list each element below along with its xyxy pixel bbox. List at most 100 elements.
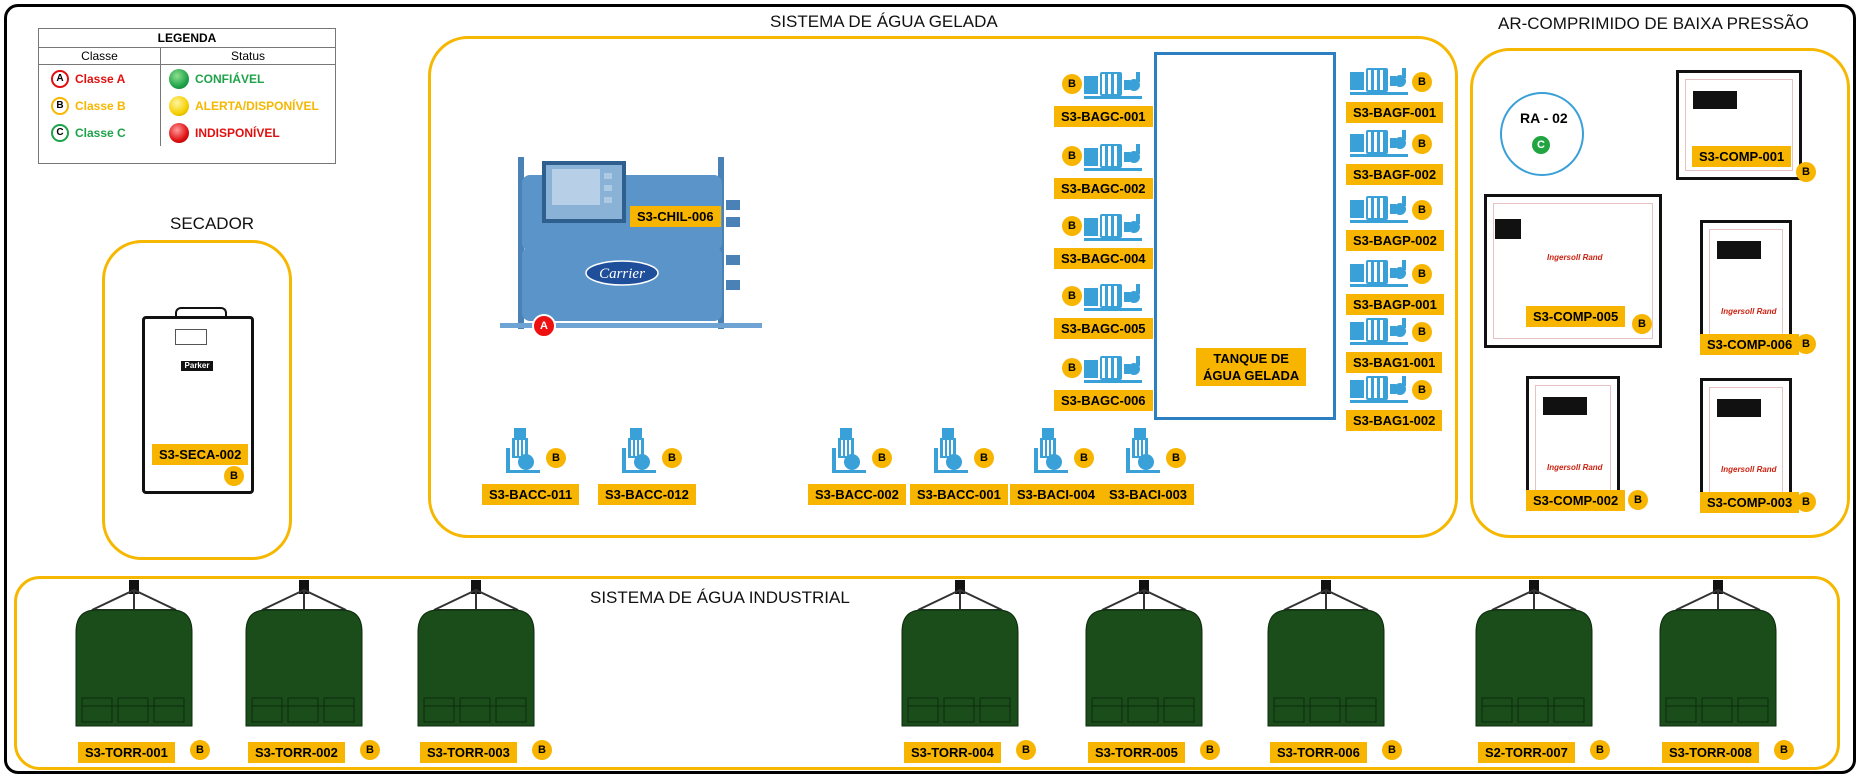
tower-tag: S3-TORR-003 <box>420 742 517 763</box>
pump-horizontal[interactable] <box>1350 374 1408 404</box>
pump-class-badge: B <box>1412 134 1432 154</box>
tower-tag: S3-TORR-006 <box>1270 742 1367 763</box>
pump-horizontal[interactable] <box>1084 282 1142 312</box>
compressor-class-badge: B <box>1632 314 1652 334</box>
pump-class-badge: B <box>1062 146 1082 166</box>
compressor-tag: S3-COMP-005 <box>1526 306 1626 327</box>
cooling-tower[interactable] <box>1258 580 1393 730</box>
tower-tag: S3-TORR-008 <box>1662 742 1759 763</box>
pump-class-badge: B <box>1412 380 1432 400</box>
dryer-display <box>175 329 207 345</box>
pump-vertical[interactable] <box>622 428 656 474</box>
pump-horizontal[interactable] <box>1084 212 1142 242</box>
pump-horizontal[interactable] <box>1350 258 1408 288</box>
pump-tag: S3-BACI-004 <box>1010 484 1103 505</box>
compressor-panel <box>1493 203 1653 339</box>
pump-class-badge: B <box>1074 448 1094 468</box>
section-agua-gelada <box>428 36 1458 538</box>
pump-class-badge: B <box>1412 322 1432 342</box>
pump-vertical[interactable] <box>934 428 968 474</box>
compressor-tag: S3-COMP-003 <box>1700 492 1800 513</box>
legend-status-down: INDISPONÍVEL <box>161 119 335 146</box>
pump-horizontal[interactable] <box>1350 66 1408 96</box>
diagram-frame <box>4 4 1856 774</box>
legend-title: LEGENDA <box>39 29 335 48</box>
legend: LEGENDA Classe Status A Classe A B Class… <box>38 28 336 164</box>
legend-status-ok: CONFIÁVEL <box>161 65 335 92</box>
pump-tag: S3-BAGC-002 <box>1054 178 1153 199</box>
pump-class-badge: B <box>1412 200 1432 220</box>
pump-horizontal[interactable] <box>1084 70 1142 100</box>
compressor-brand: Ingersoll Rand <box>1721 465 1777 474</box>
legend-class-a: A Classe A <box>39 65 160 92</box>
pump-horizontal[interactable] <box>1350 194 1408 224</box>
pump-tag: S3-BAGC-006 <box>1054 390 1153 411</box>
legend-col-class: Classe <box>39 48 161 64</box>
cooling-tower[interactable] <box>1076 580 1211 730</box>
tower-class-badge: B <box>532 740 552 760</box>
pump-class-badge: B <box>1166 448 1186 468</box>
legend-class-b-label: Classe B <box>75 98 126 113</box>
tank-label-line2: ÁGUA GELADA <box>1203 368 1300 383</box>
pump-horizontal[interactable] <box>1084 354 1142 384</box>
cooling-tower[interactable] <box>236 580 371 730</box>
section-title-agua-industrial: SISTEMA DE ÁGUA INDUSTRIAL <box>590 588 850 607</box>
receiver-tag: RA - 02 <box>1520 110 1568 126</box>
pump-tag: S3-BACC-001 <box>910 484 1008 505</box>
pump-vertical[interactable] <box>1034 428 1068 474</box>
tower-class-badge: B <box>1590 740 1610 760</box>
chiller[interactable]: Carrier <box>500 155 762 335</box>
cooling-tower[interactable] <box>408 580 543 730</box>
pump-horizontal[interactable] <box>1350 316 1408 346</box>
tower-class-badge: B <box>1200 740 1220 760</box>
status-green-icon <box>169 68 189 89</box>
pump-tag: S3-BACC-012 <box>598 484 696 505</box>
pump-class-badge: B <box>546 448 566 468</box>
pump-class-badge: B <box>1062 216 1082 236</box>
pump-class-badge: B <box>974 448 994 468</box>
pump-vertical[interactable] <box>832 428 866 474</box>
tower-class-badge: B <box>190 740 210 760</box>
compressor-tag: S3-COMP-002 <box>1526 490 1626 511</box>
pump-tag: S3-BACC-011 <box>482 484 580 505</box>
cooling-tower[interactable] <box>1650 580 1785 730</box>
cooling-tower[interactable] <box>66 580 201 730</box>
pump-horizontal[interactable] <box>1350 128 1408 158</box>
legend-class-a-label: Classe A <box>75 71 126 86</box>
pump-class-badge: B <box>1412 264 1432 284</box>
section-title-secador: SECADOR <box>170 214 255 233</box>
tower-tag: S3-TORR-001 <box>78 742 175 763</box>
tower-tag: S3-TORR-002 <box>248 742 345 763</box>
status-red-icon <box>169 122 189 143</box>
pump-vertical[interactable] <box>506 428 540 474</box>
legend-status-ok-label: CONFIÁVEL <box>195 71 265 86</box>
compressor[interactable]: Ingersoll Rand <box>1700 378 1792 508</box>
class-a-icon: A <box>51 69 69 88</box>
chiller-brand: Carrier <box>599 266 645 282</box>
chilled-water-tank[interactable] <box>1154 52 1336 420</box>
cooling-tower[interactable] <box>1466 580 1601 730</box>
pump-tag: S3-BAGC-005 <box>1054 318 1153 339</box>
pump-tag: S3-BACC-002 <box>808 484 906 505</box>
legend-class-b: B Classe B <box>39 92 160 119</box>
section-agua-industrial <box>14 576 1840 770</box>
compressor[interactable]: Ingersoll Rand <box>1700 220 1792 348</box>
pump-tag: S3-BAGF-001 <box>1346 102 1444 123</box>
pump-class-badge: B <box>662 448 682 468</box>
compressor-brand: Ingersoll Rand <box>1547 463 1603 472</box>
pump-horizontal[interactable] <box>1084 142 1142 172</box>
compressor-brand: Ingersoll Rand <box>1721 307 1777 316</box>
dryer-handle <box>175 307 227 319</box>
tower-class-badge: B <box>1382 740 1402 760</box>
pump-tag: S3-BAGC-004 <box>1054 248 1153 269</box>
pump-class-badge: B <box>1062 358 1082 378</box>
pump-tag: S3-BACI-003 <box>1102 484 1195 505</box>
air-receiver[interactable] <box>1500 92 1584 176</box>
compressor-class-badge: B <box>1796 492 1816 512</box>
compressor[interactable]: Ingersoll Rand <box>1526 376 1620 508</box>
pump-class-badge: B <box>1062 74 1082 94</box>
tower-tag: S3-TORR-004 <box>904 742 1001 763</box>
cooling-tower[interactable] <box>892 580 1027 730</box>
pump-vertical[interactable] <box>1126 428 1160 474</box>
pump-tag: S3-BAGP-001 <box>1346 294 1444 315</box>
